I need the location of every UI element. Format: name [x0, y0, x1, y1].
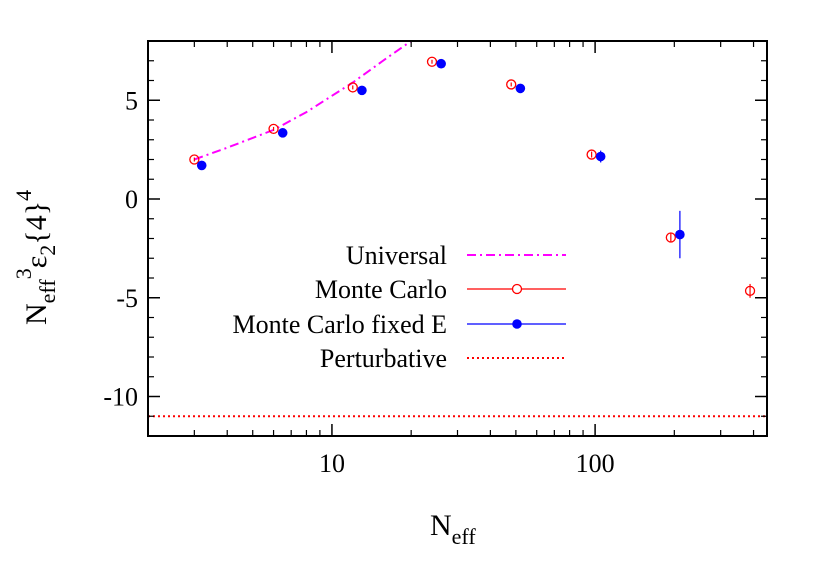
data-point-monte-carlo — [744, 285, 756, 296]
data-point-monte-carlo-fixed-e — [277, 128, 288, 138]
axes-layer: 5 0 -5 -10 10 100 — [103, 40, 767, 478]
data-point-monte-carlo — [189, 154, 200, 165]
data-point-monte-carlo — [665, 232, 676, 243]
y-tick-label: -5 — [116, 284, 138, 313]
legend-label-monte-carlo-fixed-e: Monte Carlo fixed E — [233, 310, 447, 339]
data-point-monte-carlo-fixed-e — [357, 85, 367, 96]
data-point-monte-carlo-fixed-e — [675, 229, 685, 240]
legend-label-monte-carlo: Monte Carlo — [315, 275, 447, 304]
series-layer — [148, 41, 767, 418]
data-point-monte-carlo-fixed-e — [436, 58, 446, 69]
data-point-monte-carlo-fixed-e — [595, 151, 606, 162]
data-point-monte-carlo-fixed-e — [196, 160, 207, 171]
data-point-monte-carlo — [426, 56, 438, 67]
x-tick-label: 10 — [319, 449, 345, 478]
y-tick-label: -10 — [103, 383, 138, 412]
legend: Universal Monte Carlo Monte Carlo fixed … — [233, 241, 566, 373]
data-point-monte-carlo — [268, 123, 279, 135]
data-point-monte-carlo — [347, 82, 358, 93]
y-axis-title: Neff3ε2{4}4 — [11, 190, 60, 325]
y-tick-label: 0 — [125, 185, 138, 214]
legend-label-universal: Universal — [346, 241, 447, 270]
data-point-monte-carlo-fixed-e — [515, 83, 526, 94]
data-point-monte-carlo — [586, 149, 597, 160]
data-point-monte-carlo — [506, 79, 517, 90]
x-tick-label: 100 — [576, 449, 615, 478]
x-axis-title: Neff — [430, 509, 476, 549]
legend-label-perturbative: Perturbative — [320, 344, 447, 373]
legend-sample-marker — [512, 319, 522, 329]
y-tick-label: 5 — [125, 86, 138, 115]
legend-samples — [467, 254, 566, 359]
series-line-universal — [193, 41, 413, 161]
legend-sample-marker — [511, 283, 523, 295]
plot-frame — [147, 40, 768, 437]
